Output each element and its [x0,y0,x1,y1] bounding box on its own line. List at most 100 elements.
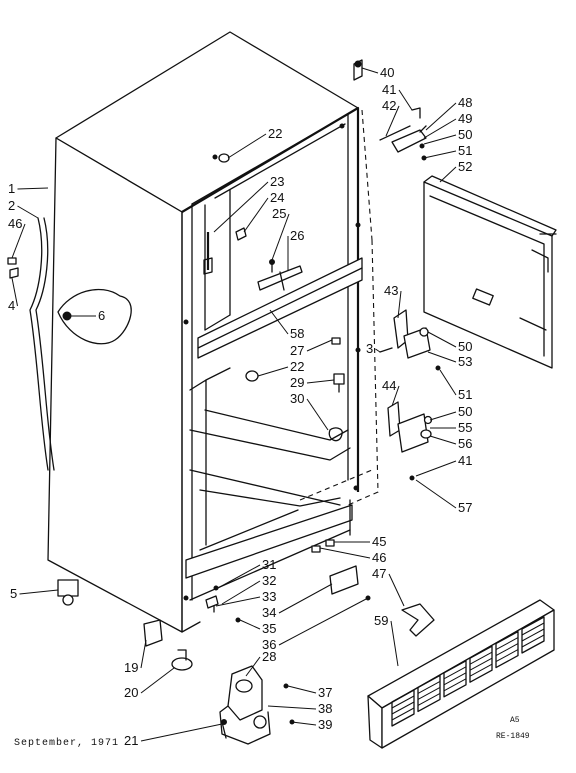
callout-38: 38 [318,701,332,716]
grille-louver [521,628,545,642]
leader-line-28 [245,656,261,677]
callout-53: 53 [458,354,472,369]
callout-32: 32 [262,573,276,588]
leader-line-46a [11,223,26,259]
leader-line-52 [439,166,457,183]
leader-line-40 [361,67,379,74]
freezer-inner-parts [203,153,345,442]
leader-line-33 [215,596,261,607]
callout-22b: 22 [290,359,304,374]
grille-louver [443,678,467,692]
leader-line-47 [388,573,405,607]
leader-line-50a [423,134,457,145]
callout-50a: 50 [458,127,472,142]
callout-4: 4 [8,298,15,313]
callout-46b: 46 [372,550,386,565]
grille-louver [443,672,467,686]
leader-line-42 [385,105,400,137]
grille-louver [443,666,467,680]
leader-line-22b [257,366,289,377]
leader-line-3 [375,348,381,353]
freezer-door [423,175,557,369]
callout-35: 35 [262,621,276,636]
leader-line-48 [425,102,457,131]
leader-line-50b [427,331,457,348]
callout-3: 3 [366,341,373,356]
callout-28: 28 [262,649,276,664]
leader-line-30 [306,398,329,431]
grille-louver [495,643,519,657]
leader-line-24 [243,197,269,233]
callout-25: 25 [272,206,286,221]
top-hinge-assembly [353,59,427,161]
leader-line-19 [140,639,147,669]
refrigerator-cabinet [47,31,379,633]
grille-louver [521,634,545,648]
leader-line-2 [17,205,39,219]
drain-pan-motor-unit [219,665,295,745]
callout-31: 31 [262,557,276,572]
leader-line-22a [227,133,267,159]
grille-slot [391,689,415,727]
callout-39: 39 [318,717,332,732]
grille-louver [495,649,519,663]
callout-45: 45 [372,534,386,549]
grille-louver [417,680,441,694]
grille-louver [521,622,545,636]
leader-line-23 [213,181,269,233]
grille-louver [417,686,441,700]
leader-line-5 [19,589,59,595]
leader-line-21 [140,723,223,742]
leader-line-51a [423,150,457,159]
center-hinge-assembly [379,309,441,371]
callout-41b: 41 [458,453,472,468]
print-date: September, 1971 [14,737,119,749]
callout-50c: 50 [458,404,472,419]
leader-line-43 [397,290,402,319]
callout-59: 59 [374,613,388,628]
leader-line-32 [221,580,261,605]
callout-1: 1 [8,181,15,196]
grille-louver [391,707,415,721]
callout-43: 43 [384,283,398,298]
leader-line-29 [306,379,335,384]
lower-left-parts [143,585,241,739]
callout-21: 21 [124,733,138,748]
grille-louver [469,663,493,677]
callout-27: 27 [290,343,304,358]
leader-line-1 [17,187,49,190]
grille-slot [417,674,441,713]
grille-slot [495,630,519,669]
callout-29: 29 [290,375,304,390]
callout-23: 23 [270,174,284,189]
leader-line-37 [287,685,317,694]
leader-line-20 [140,667,175,694]
lower-hinge-assembly [387,401,433,481]
leader-line-41b [415,460,457,477]
grille-louver [495,637,519,651]
leader-line-59 [390,620,399,667]
callout-6: 6 [98,308,105,323]
grille-slot [469,645,493,683]
leader-line-44 [391,385,400,407]
leader-line-25 [271,213,290,261]
leader-line-34 [278,583,333,614]
leader-line-46b [319,547,371,559]
callout-26: 26 [290,228,304,243]
side-trim-strip [29,217,55,471]
callout-44: 44 [382,378,396,393]
callout-41a: 41 [382,82,396,97]
leader-line-27 [306,339,333,352]
callout-52: 52 [458,159,472,174]
callout-20: 20 [124,685,138,700]
grille-slot [443,660,467,698]
leader-line-56 [429,435,457,445]
callout-57: 57 [458,500,472,515]
leader-line-36 [278,597,369,646]
caster [57,579,79,606]
callout-leader-lines [11,67,457,742]
callout-34: 34 [262,605,276,620]
grille-slot [521,616,545,654]
leader-line-51b [439,369,457,396]
leader-line-38 [267,705,317,710]
